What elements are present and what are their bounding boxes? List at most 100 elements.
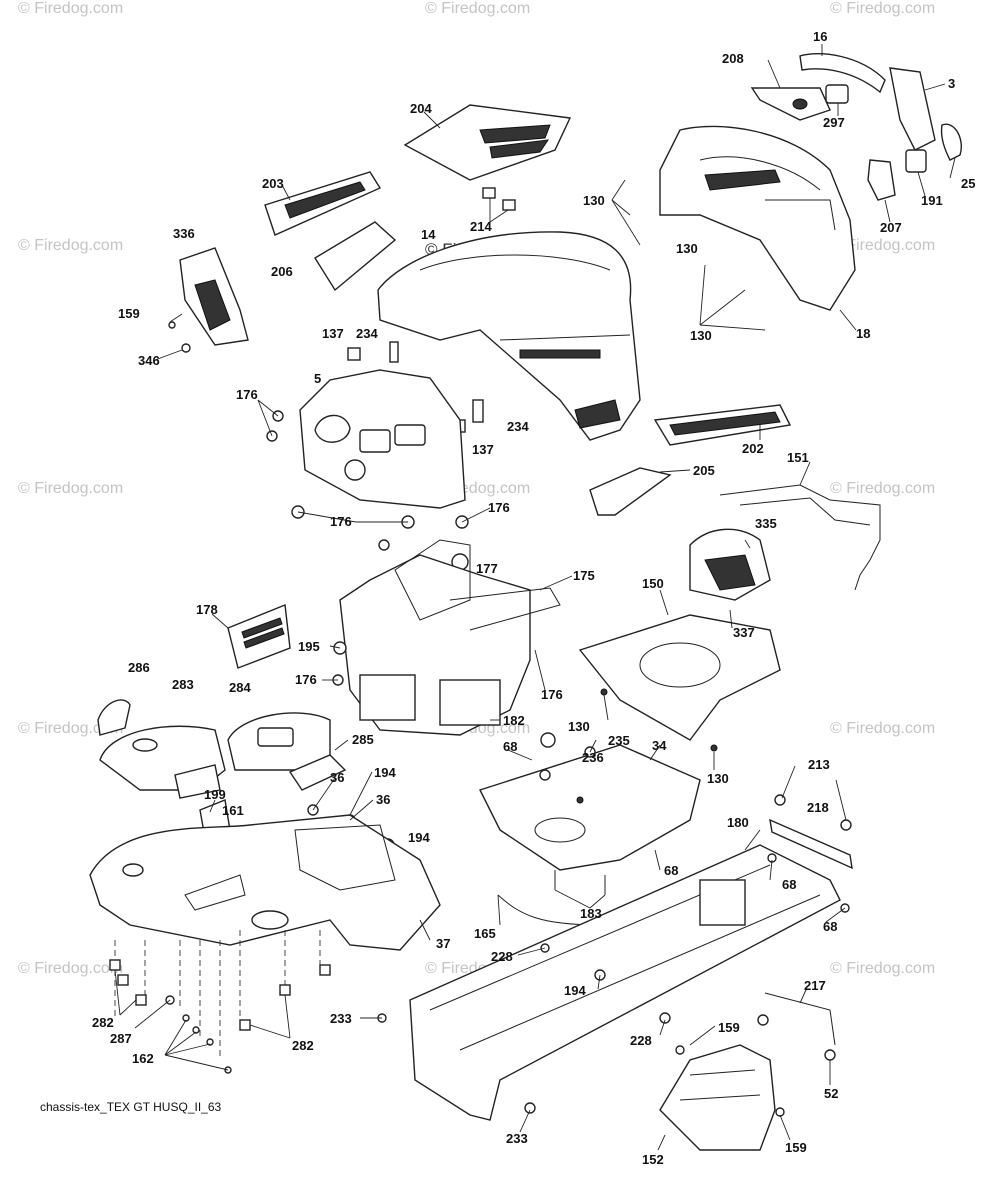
callout-194: 194 [564,983,586,998]
callout-204: 204 [410,101,432,116]
watermark: © Firedog.com [830,720,936,737]
watermark: © Firedog.com [425,0,531,17]
callout-335: 335 [755,516,777,531]
part-150-floor-plate [578,614,781,741]
callout-228: 228 [491,949,513,964]
callout-194: 194 [408,830,430,845]
callout-233: 233 [330,1011,352,1026]
part-199-bracket [174,764,221,799]
callout-152: 152 [642,1152,664,1167]
callout-183: 183 [580,906,602,921]
part-34-mounting-plate [479,744,701,871]
callout-208: 208 [722,51,744,66]
callout-236: 236 [582,750,604,765]
callout-337: 337 [733,625,755,640]
part-191-bulb [905,149,927,173]
callout-297: 297 [823,115,845,130]
callout-68: 68 [823,919,838,934]
callout-130: 130 [690,328,712,343]
part-151-bracket [719,484,881,591]
watermark: © Firedog.com [830,960,936,977]
callout-5: 5 [314,371,322,386]
callout-36: 36 [376,792,391,807]
callout-165: 165 [474,926,496,941]
callout-176: 176 [330,514,352,529]
part-37-rear-body [89,814,441,951]
callout-202: 202 [742,441,764,456]
callout-176: 176 [295,672,317,687]
callout-283: 283 [172,677,194,692]
part-297-clip [825,84,849,104]
callout-68: 68 [503,739,518,754]
callout-199: 199 [204,787,226,802]
callout-205: 205 [693,463,715,478]
callout-233: 233 [506,1131,528,1146]
callout-228: 228 [630,1033,652,1048]
watermark: © Firedog.com [18,237,124,254]
callout-34: 34 [652,738,667,753]
callout-217: 217 [804,978,826,993]
part-16-trim-strip [799,53,886,94]
callout-68: 68 [664,863,679,878]
callout-130: 130 [583,193,605,208]
callout-137: 137 [322,326,344,341]
callout-25: 25 [961,176,976,191]
callout-161: 161 [222,803,244,818]
part-205-trim [589,467,672,516]
callout-175: 175 [573,568,595,583]
callout-176: 176 [488,500,510,515]
callout-234: 234 [356,326,378,341]
part-285-trim [288,754,347,791]
callout-180: 180 [727,815,749,830]
diagram-caption: chassis-tex_TEX GT HUSQ_II_63 [40,1100,222,1114]
part-25-cap [940,123,962,161]
callout-14: 14 [421,227,436,242]
callout-137: 137 [472,442,494,457]
watermark: © Firedog.com [18,480,124,497]
callout-178: 178 [196,602,218,617]
watermark: © Firedog.com [830,0,936,17]
callout-194: 194 [374,765,396,780]
callout-3: 3 [948,76,956,91]
callout-234: 234 [507,419,529,434]
part-218-bracket [769,818,853,870]
part-208-bracket [750,87,831,121]
callout-287: 287 [110,1031,132,1046]
callout-130: 130 [676,241,698,256]
callout-286: 286 [128,660,150,675]
callout-16: 16 [813,29,828,44]
callout-195: 195 [298,639,320,654]
callout-218: 218 [807,800,829,815]
part-180-frame [409,844,841,1121]
callout-130: 130 [568,719,590,734]
callout-52: 52 [824,1086,839,1101]
callout-159: 159 [118,306,140,321]
callout-177: 177 [476,561,498,576]
callout-176: 176 [236,387,258,402]
callout-176: 176 [541,687,563,702]
callout-162: 162 [132,1051,154,1066]
callout-36: 36 [330,770,345,785]
part-18-front-bumper [659,125,856,311]
callout-68: 68 [782,877,797,892]
callout-282: 282 [92,1015,114,1030]
callout-159: 159 [785,1140,807,1155]
watermark: © Firedog.com [830,237,936,254]
callout-203: 203 [262,176,284,191]
callout-207: 207 [880,220,902,235]
callout-130: 130 [707,771,729,786]
watermark: © Firedog.com [18,960,124,977]
callout-282: 282 [292,1038,314,1053]
callout-346: 346 [138,353,160,368]
callout-18: 18 [856,326,871,341]
callout-159: 159 [718,1020,740,1035]
part-207-light [867,159,896,201]
callout-151: 151 [787,450,809,465]
watermark: © Firedog.com [18,720,124,737]
callout-284: 284 [229,680,251,695]
part-3-side-bracket [889,67,936,151]
part-286-cap [97,699,131,736]
callout-182: 182 [503,713,525,728]
part-14-hood [377,231,641,441]
callout-191: 191 [921,193,943,208]
